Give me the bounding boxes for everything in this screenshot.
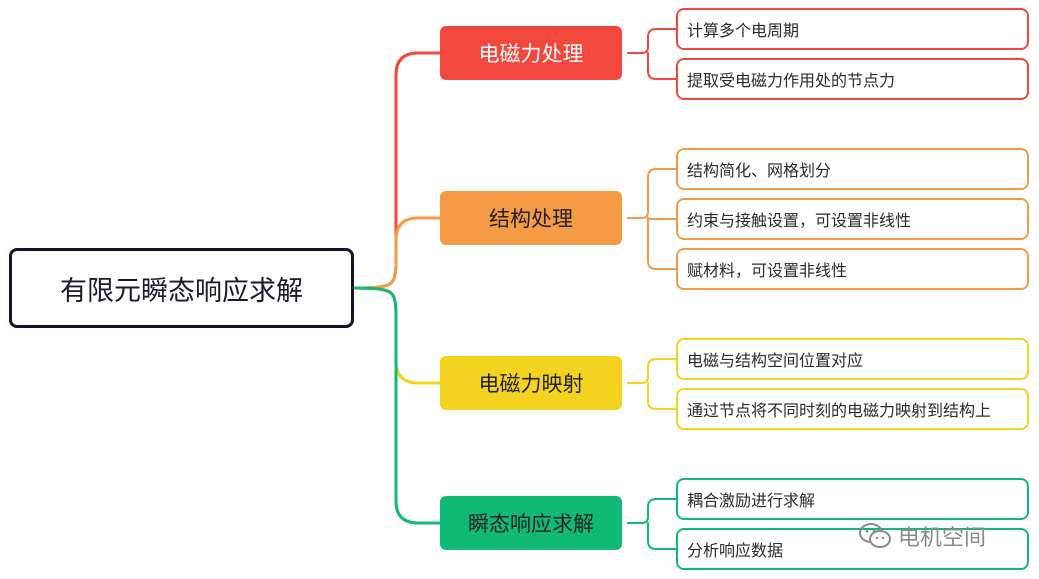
leaf-label: 分析响应数据 <box>687 541 784 560</box>
branch-node-electromagnetic: 电磁力处理 <box>440 26 622 80</box>
leaf-label: 结构简化、网格划分 <box>687 161 832 180</box>
wechat-icon <box>859 523 891 548</box>
leaf-node: 耦合激励进行求解 <box>676 478 1029 520</box>
branch-label: 电磁力处理 <box>478 42 584 66</box>
leaf-node: 约束与接触设置，可设置非线性 <box>676 198 1029 240</box>
leaf-label: 通过节点将不同时刻的电磁力映射到结构上 <box>687 401 992 420</box>
leaf-label: 电磁与结构空间位置对应 <box>687 351 864 370</box>
leaf-node: 通过节点将不同时刻的电磁力映射到结构上 <box>676 388 1029 430</box>
leaf-label: 赋材料，可设置非线性 <box>687 261 848 280</box>
branch-connector <box>352 286 442 525</box>
branch-label: 结构处理 <box>489 207 573 231</box>
leaf-brace <box>627 498 677 550</box>
branch-node-transient-solve: 瞬态响应求解 <box>440 496 622 550</box>
leaf-node: 赋材料，可设置非线性 <box>676 248 1029 290</box>
leaf-node: 计算多个电周期 <box>676 8 1029 50</box>
leaf-label: 计算多个电周期 <box>687 21 800 40</box>
root-label: 有限元瞬态响应求解 <box>60 275 303 307</box>
leaf-node: 分析响应数据 <box>676 528 1029 570</box>
leaf-node: 结构简化、网格划分 <box>676 148 1029 190</box>
leaf-brace <box>627 28 677 80</box>
branch-node-structure: 结构处理 <box>440 191 622 245</box>
leaf-label: 约束与接触设置，可设置非线性 <box>687 211 912 230</box>
leaf-brace <box>627 358 677 410</box>
leaf-node: 电磁与结构空间位置对应 <box>676 338 1029 380</box>
branch-connector <box>352 216 442 290</box>
leaf-brace <box>627 168 677 270</box>
branch-label: 电磁力映射 <box>478 372 584 396</box>
leaf-node: 提取受电磁力作用处的节点力 <box>676 58 1029 100</box>
leaf-label: 耦合激励进行求解 <box>687 491 816 510</box>
root-node: 有限元瞬态响应求解 <box>9 248 354 328</box>
branch-label: 瞬态响应求解 <box>468 512 594 536</box>
branch-node-mapping: 电磁力映射 <box>440 356 622 410</box>
leaf-label: 提取受电磁力作用处的节点力 <box>687 71 896 90</box>
watermark-text: 电机空间 <box>898 526 987 551</box>
watermark: 电机空间 <box>858 518 986 554</box>
